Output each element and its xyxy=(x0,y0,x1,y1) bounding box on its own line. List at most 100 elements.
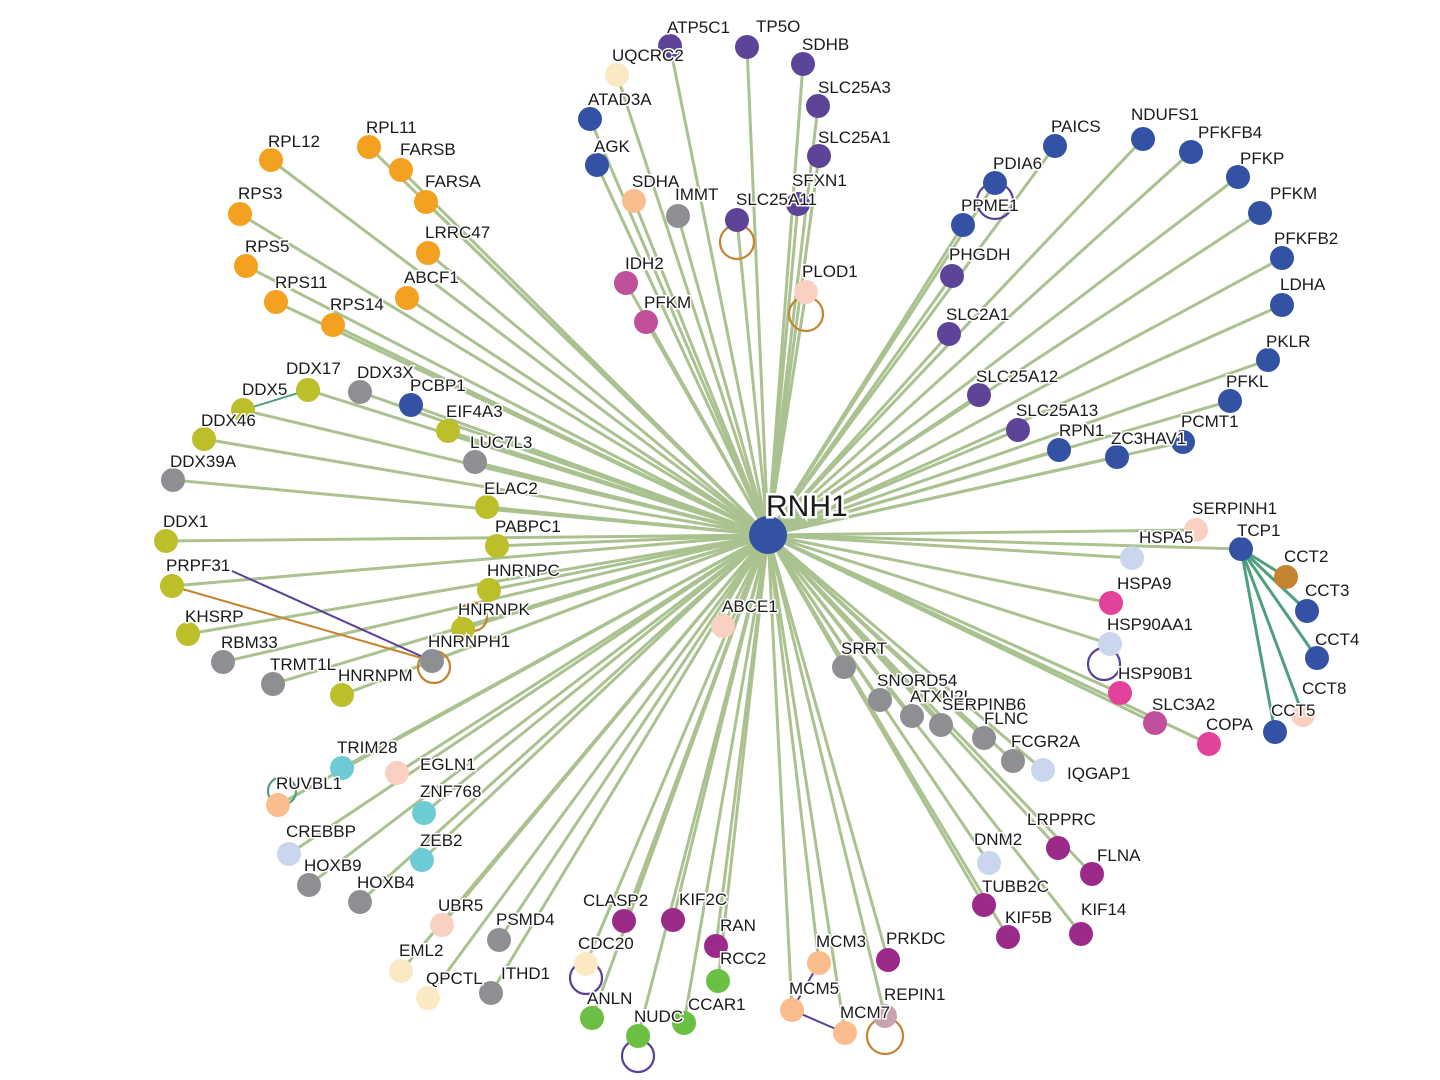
node-fcgr2a[interactable] xyxy=(1001,749,1025,773)
node-pfkl[interactable] xyxy=(1218,389,1242,413)
node-idh2[interactable] xyxy=(614,271,638,295)
node-ddx3x[interactable] xyxy=(348,380,372,404)
node-ddx17[interactable] xyxy=(296,378,320,402)
node-plod1[interactable] xyxy=(794,280,818,304)
node-slc2a1[interactable] xyxy=(937,322,961,346)
node-rpl12[interactable] xyxy=(259,148,283,172)
node-hnrnpk[interactable] xyxy=(451,617,475,641)
node-trim28[interactable] xyxy=(330,756,354,780)
node-paics[interactable] xyxy=(1043,134,1067,158)
node-immt[interactable] xyxy=(666,204,690,228)
node-copa[interactable] xyxy=(1197,732,1221,756)
node-uqcrc2[interactable] xyxy=(605,63,629,87)
node-elac2[interactable] xyxy=(475,495,499,519)
node-ldha[interactable] xyxy=(1270,293,1294,317)
node-serpinb6[interactable] xyxy=(929,713,953,737)
node-pfkfb4[interactable] xyxy=(1179,140,1203,164)
node-pdia6[interactable] xyxy=(983,171,1007,195)
node-phgdh[interactable] xyxy=(940,264,964,288)
node-rbm33[interactable] xyxy=(211,650,235,674)
node-cdc20[interactable] xyxy=(574,952,598,976)
node-pfkm[interactable] xyxy=(634,310,658,334)
node-sdhb[interactable] xyxy=(791,52,815,76)
node-kif5b[interactable] xyxy=(996,925,1020,949)
hub-node[interactable] xyxy=(749,516,787,554)
node-pcmt1[interactable] xyxy=(1171,430,1195,454)
node-farsb[interactable] xyxy=(389,158,413,182)
node-rcc2[interactable] xyxy=(706,969,730,993)
node-pfkm[interactable] xyxy=(1248,201,1272,225)
node-pfkfb2[interactable] xyxy=(1270,246,1294,270)
node-rps5[interactable] xyxy=(234,254,258,278)
node-kif14[interactable] xyxy=(1069,922,1093,946)
node-tp5o[interactable] xyxy=(735,35,759,59)
node-farsa[interactable] xyxy=(414,190,438,214)
hub-node-group[interactable]: RNH1 xyxy=(749,488,850,554)
node-ndufs1[interactable] xyxy=(1131,127,1155,151)
node-abcf1[interactable] xyxy=(395,286,419,310)
node-hsp90b1[interactable] xyxy=(1108,681,1132,705)
node-mcm3[interactable] xyxy=(807,951,831,975)
node-lrpprc[interactable] xyxy=(1046,836,1070,860)
node-ddx39a[interactable] xyxy=(161,468,185,492)
node-slc25a1[interactable] xyxy=(807,144,831,168)
node-slc3a2[interactable] xyxy=(1143,711,1167,735)
node-hnrnph1[interactable] xyxy=(420,649,444,673)
node-snord54[interactable] xyxy=(868,688,892,712)
node-hspa9[interactable] xyxy=(1099,591,1123,615)
node-rps14[interactable] xyxy=(321,313,345,337)
node-ithd1[interactable] xyxy=(479,981,503,1005)
node-cct2[interactable] xyxy=(1274,565,1298,589)
node-qpctl[interactable] xyxy=(416,986,440,1010)
node-slc25a13[interactable] xyxy=(1006,418,1030,442)
node-cct8[interactable] xyxy=(1291,703,1315,727)
node-luc7l3[interactable] xyxy=(463,450,487,474)
node-atxn2l[interactable] xyxy=(900,704,924,728)
node-ddx46[interactable] xyxy=(192,427,216,451)
node-eml2[interactable] xyxy=(389,959,413,983)
node-pfkp[interactable] xyxy=(1226,165,1250,189)
node-hoxb9[interactable] xyxy=(297,873,321,897)
node-sfxn1[interactable] xyxy=(786,192,810,216)
node-agk[interactable] xyxy=(585,153,609,177)
node-znf768[interactable] xyxy=(412,801,436,825)
node-srrt[interactable] xyxy=(832,655,856,679)
node-cct4[interactable] xyxy=(1305,646,1329,670)
node-hoxb4[interactable] xyxy=(348,890,372,914)
node-zc3hav1[interactable] xyxy=(1105,445,1129,469)
node-crebbp[interactable] xyxy=(277,842,301,866)
node-pabpc1[interactable] xyxy=(485,534,509,558)
node-ddx1[interactable] xyxy=(154,529,178,553)
node-hsp90aa1[interactable] xyxy=(1098,632,1122,656)
node-eif4a3[interactable] xyxy=(436,419,460,443)
node-psmd4[interactable] xyxy=(487,928,511,952)
node-abce1[interactable] xyxy=(711,614,735,638)
node-prpf31[interactable] xyxy=(160,574,184,598)
node-rps3[interactable] xyxy=(228,202,252,226)
node-flnc[interactable] xyxy=(972,726,996,750)
node-pklr[interactable] xyxy=(1256,348,1280,372)
node-egln1[interactable] xyxy=(385,761,409,785)
node-atad3a[interactable] xyxy=(578,107,602,131)
node-repin1[interactable] xyxy=(873,1004,897,1028)
node-hspa5[interactable] xyxy=(1120,546,1144,570)
node-tcp1[interactable] xyxy=(1229,537,1253,561)
node-dnm2[interactable] xyxy=(977,851,1001,875)
node-clasp2[interactable] xyxy=(612,909,636,933)
node-trmt1l[interactable] xyxy=(261,672,285,696)
node-iqgap1[interactable] xyxy=(1031,758,1055,782)
node-ubr5[interactable] xyxy=(430,913,454,937)
node-rpn1[interactable] xyxy=(1047,438,1071,462)
node-ppme1[interactable] xyxy=(951,213,975,237)
node-prkdc[interactable] xyxy=(876,948,900,972)
node-anln[interactable] xyxy=(580,1006,604,1030)
node-sdha[interactable] xyxy=(622,189,646,213)
node-hnrnpm[interactable] xyxy=(330,683,354,707)
node-ruvbl1[interactable] xyxy=(266,793,290,817)
node-flna[interactable] xyxy=(1080,862,1104,886)
node-ran[interactable] xyxy=(704,934,728,958)
node-lrrc47[interactable] xyxy=(416,241,440,265)
node-pcbp1[interactable] xyxy=(399,393,423,417)
node-rps11[interactable] xyxy=(264,290,288,314)
node-mcm7[interactable] xyxy=(833,1021,857,1045)
